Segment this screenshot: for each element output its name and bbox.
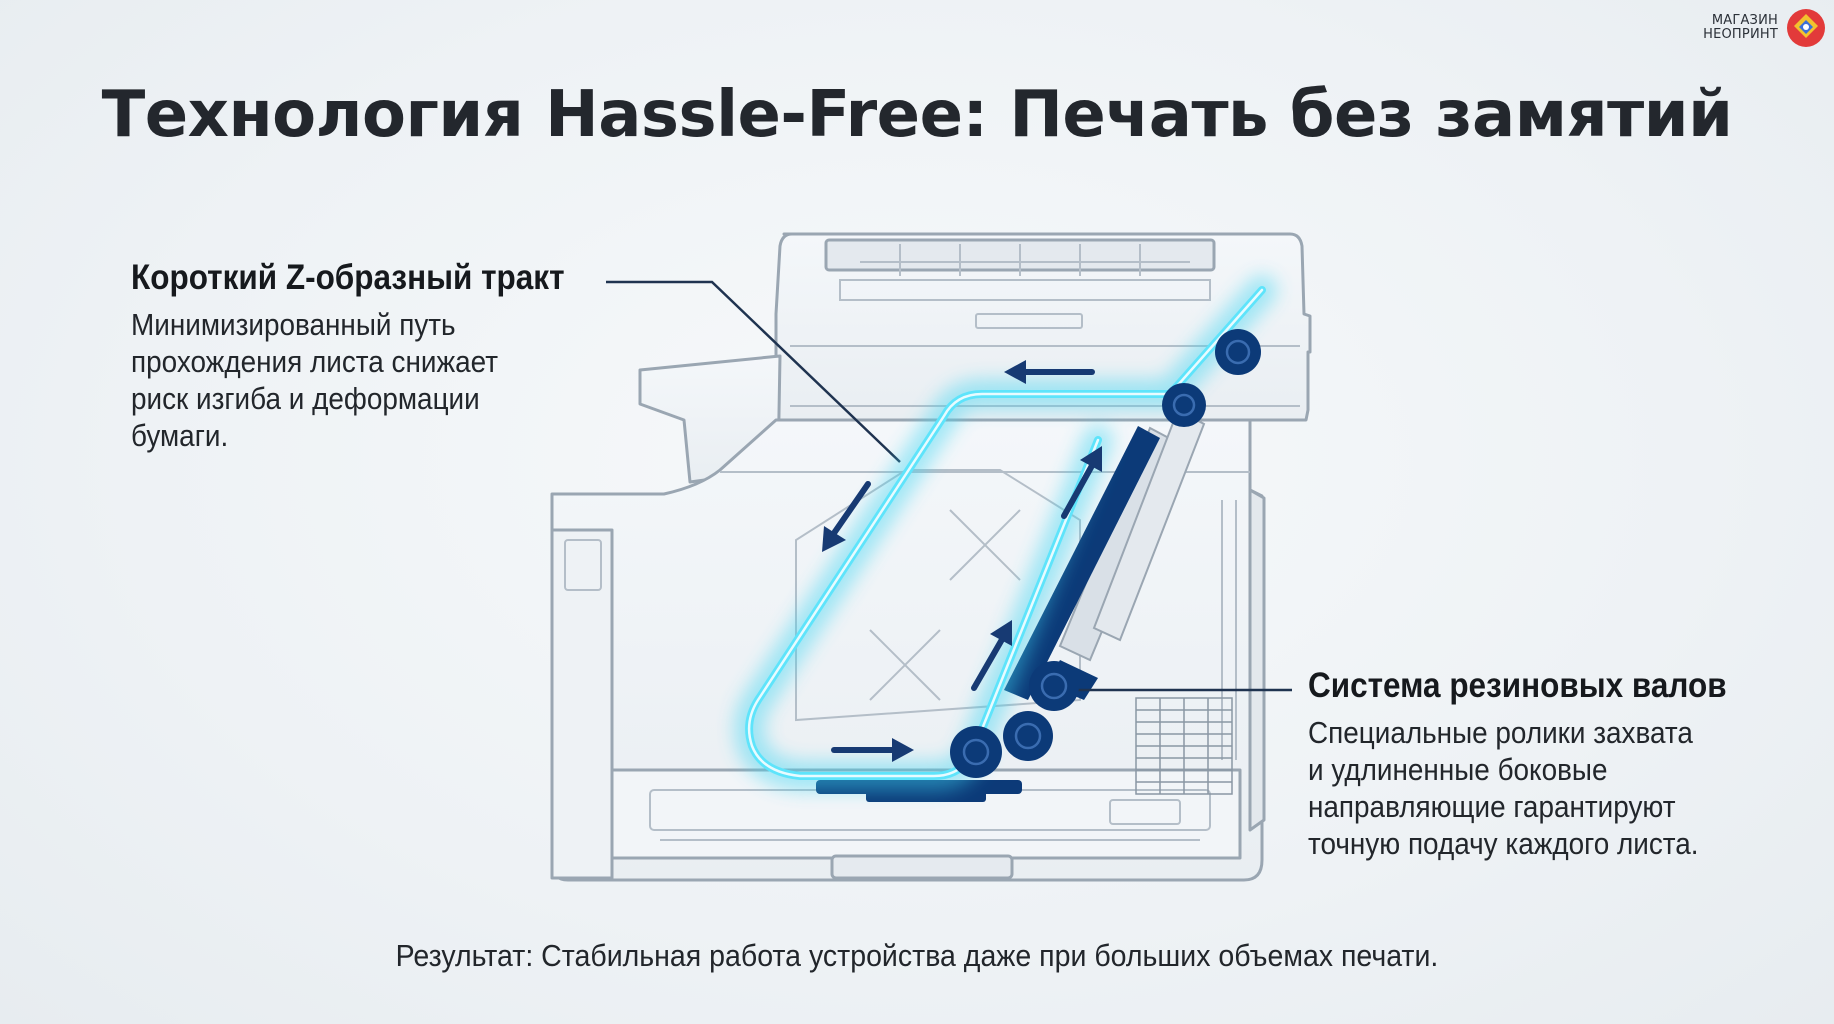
callout-heading: Система резиновых валов bbox=[1308, 666, 1727, 705]
callout-line: и удлиненные боковые bbox=[1308, 752, 1608, 787]
callout-line: Специальные ролики захвата bbox=[1308, 715, 1693, 750]
brand-name-line1: МАГАЗИН bbox=[1711, 13, 1778, 28]
rubber-rollers bbox=[950, 329, 1261, 778]
callout-leader-lines bbox=[606, 280, 1292, 692]
brand-logo-icon bbox=[1787, 9, 1825, 47]
paper-path bbox=[734, 275, 1277, 791]
roller bbox=[1003, 711, 1053, 761]
page-title: Технология Hassle-Free: Печать без замят… bbox=[101, 78, 1733, 152]
brand-logo: МАГАЗИН НЕОПРИНТ bbox=[1703, 8, 1826, 48]
roller bbox=[1215, 329, 1261, 375]
callout-line: Минимизированный путь bbox=[131, 307, 456, 342]
callout-line: точную подачу каждого листа. bbox=[1308, 826, 1699, 861]
callout-description: Специальные ролики захвата и удлиненные … bbox=[1308, 714, 1776, 862]
callout-roller-system: Система резиновых валов Специальные роли… bbox=[1308, 666, 1828, 862]
result-summary: Результат: Стабильная работа устройства … bbox=[395, 938, 1439, 973]
brand-name: МАГАЗИН НЕОПРИНТ bbox=[1703, 14, 1778, 42]
leader-line-left bbox=[606, 280, 901, 463]
callout-heading: Короткий Z-образный тракт bbox=[131, 258, 565, 297]
brand-name-line2: НЕОПРИНТ bbox=[1703, 27, 1778, 42]
vent-grille bbox=[1135, 697, 1233, 795]
roller bbox=[1029, 661, 1079, 711]
callout-description: Минимизированный путь прохождения листа … bbox=[131, 306, 563, 454]
callout-line: риск изгиба и деформации bbox=[131, 381, 480, 416]
roller bbox=[950, 726, 1002, 778]
callout-line: направляющие гарантируют bbox=[1308, 789, 1676, 824]
roller bbox=[1162, 383, 1206, 427]
arrow-right-icon bbox=[831, 738, 914, 762]
arrow-left-icon bbox=[1004, 360, 1095, 384]
callout-short-z-path: Короткий Z-образный тракт Минимизированн… bbox=[131, 258, 611, 454]
arrow-up-right-icon bbox=[1061, 446, 1102, 519]
callout-line: прохождения листа снижает bbox=[131, 344, 499, 379]
direction-arrows bbox=[822, 360, 1102, 762]
arrow-up-right-icon bbox=[971, 620, 1012, 691]
arrow-down-left-icon bbox=[822, 481, 871, 552]
callout-line: бумаги. bbox=[131, 418, 229, 453]
